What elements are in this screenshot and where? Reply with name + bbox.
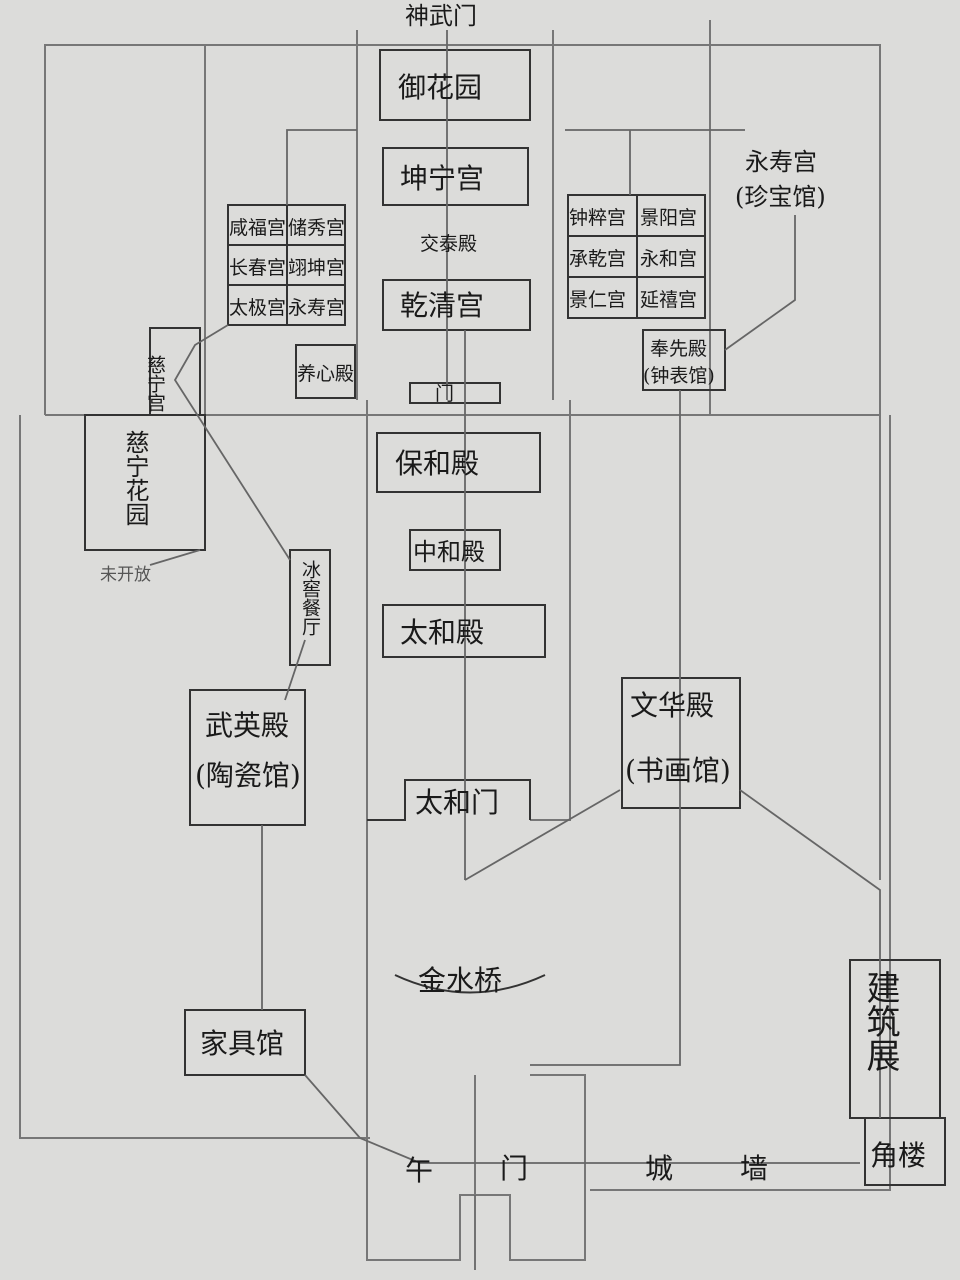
palace-label: 永和宫 xyxy=(640,248,697,270)
corner-tower-label: 角楼 xyxy=(870,1139,926,1172)
city-wall-label-1: 城 xyxy=(645,1152,673,1185)
furniture-gallery-label: 家具馆 xyxy=(200,1027,284,1060)
painting-gallery-label: (书画馆) xyxy=(625,754,731,787)
wuying-hall-label: 武英殿 xyxy=(205,709,289,742)
yongshou-palace-label: 永寿宫 xyxy=(745,148,817,176)
clock-gallery-label: (钟表馆) xyxy=(643,365,715,387)
city-wall-label-2: 墙 xyxy=(740,1152,768,1185)
golden-water-bridge-label: 金水桥 xyxy=(418,964,502,997)
meridian-gate-label-1: 午 xyxy=(405,1154,433,1187)
architecture-exhibit-label: 建筑展 xyxy=(860,970,900,1072)
ceramics-gallery-label: (陶瓷馆) xyxy=(195,759,301,792)
ice-cellar-restaurant-label: 冰窖餐厅 xyxy=(299,560,321,636)
palace-label: 咸福宫 xyxy=(229,217,286,239)
kunning-palace-label: 坤宁宫 xyxy=(400,162,484,195)
taihe-hall-label: 太和殿 xyxy=(400,616,484,649)
cining-palace-label: 慈宁宫 xyxy=(144,355,166,412)
palace-label: 长春宫 xyxy=(229,257,286,279)
baohe-hall-label: 保和殿 xyxy=(395,447,479,480)
closed-note: 未开放 xyxy=(100,565,151,585)
taihe-gate-label: 太和门 xyxy=(415,786,499,819)
fengxian-hall-label: 奉先殿 xyxy=(650,338,707,360)
jiaotai-hall-label: 交泰殿 xyxy=(420,233,477,255)
palace-label: 延禧宫 xyxy=(640,289,697,311)
palace-label: 承乾宫 xyxy=(569,248,626,270)
meridian-gate-label-2: 门 xyxy=(500,1152,528,1185)
tour-route xyxy=(149,30,881,1270)
palace-label: 景阳宫 xyxy=(640,207,697,229)
palace-label: 储秀宫 xyxy=(288,217,345,239)
qianqing-gate-label: 门 xyxy=(435,383,454,405)
palace-label: 永寿宫 xyxy=(288,297,345,319)
palace-label: 太极宫 xyxy=(229,297,286,319)
treasure-gallery-label: (珍宝馆) xyxy=(735,183,826,211)
building-outlines xyxy=(84,49,946,1186)
shenwu-gate-label: 神武门 xyxy=(405,2,477,30)
palace-label: 景仁宫 xyxy=(569,289,626,311)
palace-label: 翊坤宫 xyxy=(288,257,345,279)
cining-garden-label: 慈宁花园 xyxy=(121,430,149,526)
imperial-garden-label: 御花园 xyxy=(398,71,482,104)
zhonghe-hall-label: 中和殿 xyxy=(413,538,485,566)
wenhua-hall-label: 文华殿 xyxy=(630,689,714,722)
west-six-palaces: 咸福宫 储秀宫 长春宫 翊坤宫 太极宫 永寿宫 xyxy=(229,217,345,319)
qianqing-palace-label: 乾清宫 xyxy=(400,289,484,322)
east-six-palaces: 钟粹宫 景阳宫 承乾宫 永和宫 景仁宫 延禧宫 xyxy=(569,207,697,311)
palace-label: 钟粹宫 xyxy=(569,207,626,229)
yangxin-hall-label: 养心殿 xyxy=(297,363,354,385)
